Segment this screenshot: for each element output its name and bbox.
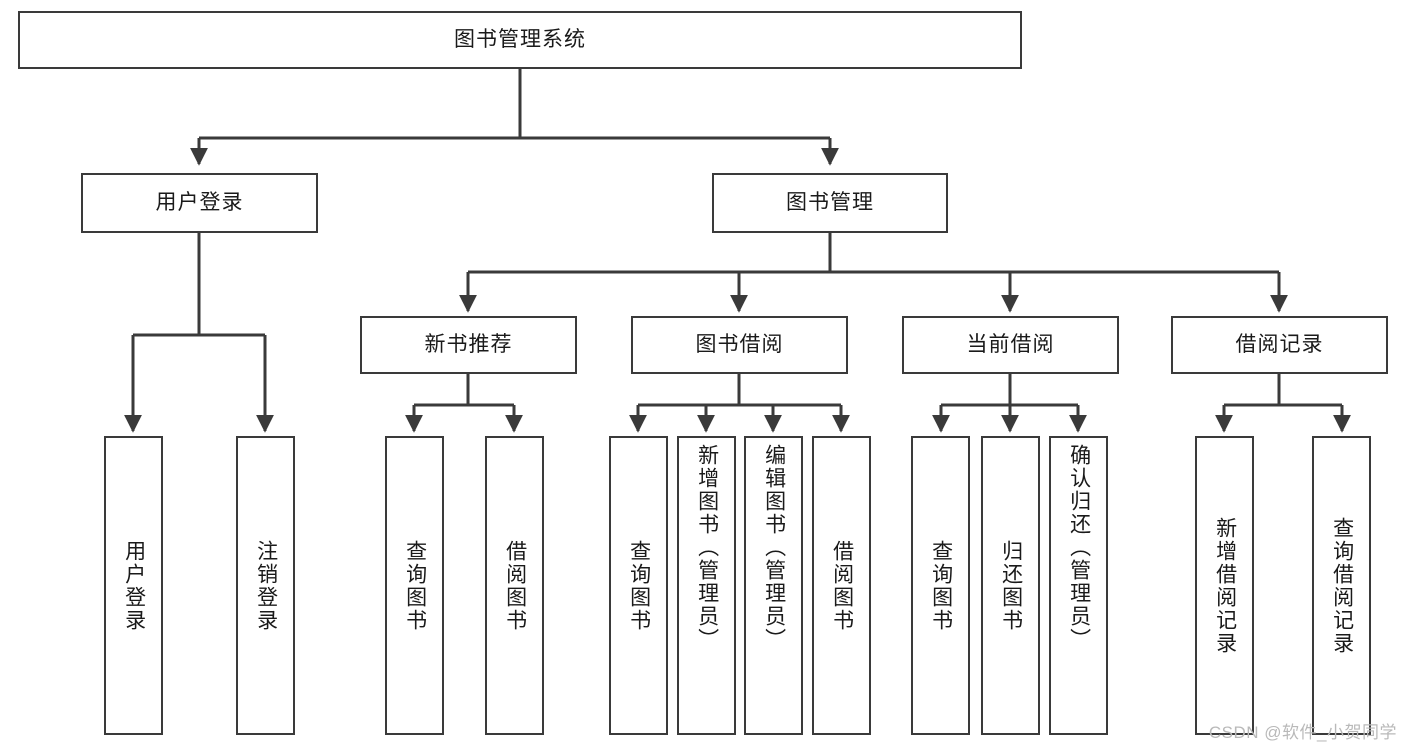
node-root-system[interactable]: 图书管理系统 — [18, 11, 1022, 69]
node-label: 查询图书 — [627, 539, 651, 632]
leaf-new-book-borrow[interactable]: 借阅图书 — [485, 436, 544, 735]
node-label: 新增借阅记录 — [1213, 516, 1237, 655]
node-label: 当前借阅 — [966, 332, 1055, 356]
node-label: 注销登录 — [254, 539, 278, 632]
node-label: 借阅记录 — [1235, 332, 1324, 356]
node-label: 查询图书 — [929, 539, 953, 632]
node-label: 查询图书 — [403, 539, 427, 632]
node-new-book-recommend[interactable]: 新书推荐 — [360, 316, 577, 374]
leaf-borrow-record-query[interactable]: 查询借阅记录 — [1312, 436, 1371, 735]
leaf-current-borrow-return[interactable]: 归还图书 — [981, 436, 1040, 735]
leaf-user-login-login[interactable]: 用户登录 — [104, 436, 163, 735]
node-label: 归还图书 — [999, 539, 1023, 632]
node-label: 借阅图书 — [503, 539, 527, 632]
node-label: 查询借阅记录 — [1330, 516, 1354, 655]
node-label: 用户登录 — [122, 539, 146, 632]
leaf-book-borrow-borrow[interactable]: 借阅图书 — [812, 436, 871, 735]
leaf-book-borrow-add[interactable]: 新增图书（管理员） — [677, 436, 736, 735]
node-label: 图书管理 — [786, 190, 874, 214]
node-label: 确认归还（管理员） — [1067, 444, 1091, 651]
node-label: 图书借阅 — [695, 332, 784, 356]
leaf-book-borrow-query[interactable]: 查询图书 — [609, 436, 668, 735]
leaf-current-borrow-confirm-return[interactable]: 确认归还（管理员） — [1049, 436, 1108, 735]
node-label: 编辑图书（管理员） — [762, 444, 786, 651]
node-book-management[interactable]: 图书管理 — [712, 173, 948, 233]
node-user-login[interactable]: 用户登录 — [81, 173, 318, 233]
leaf-book-borrow-edit[interactable]: 编辑图书（管理员） — [744, 436, 803, 735]
leaf-new-book-query[interactable]: 查询图书 — [385, 436, 444, 735]
csdn-watermark: CSDN @软件_小贺同学 — [1208, 723, 1397, 742]
node-label: 借阅图书 — [830, 539, 854, 632]
node-label: 新增图书（管理员） — [695, 444, 719, 651]
leaf-user-login-logout[interactable]: 注销登录 — [236, 436, 295, 735]
node-borrow-record[interactable]: 借阅记录 — [1171, 316, 1388, 374]
leaf-borrow-record-add[interactable]: 新增借阅记录 — [1195, 436, 1254, 735]
node-current-borrow[interactable]: 当前借阅 — [902, 316, 1119, 374]
node-label: 新书推荐 — [424, 332, 513, 356]
node-book-borrow[interactable]: 图书借阅 — [631, 316, 848, 374]
leaf-current-borrow-query[interactable]: 查询图书 — [911, 436, 970, 735]
node-label: 用户登录 — [155, 190, 244, 214]
node-label: 图书管理系统 — [454, 27, 586, 51]
